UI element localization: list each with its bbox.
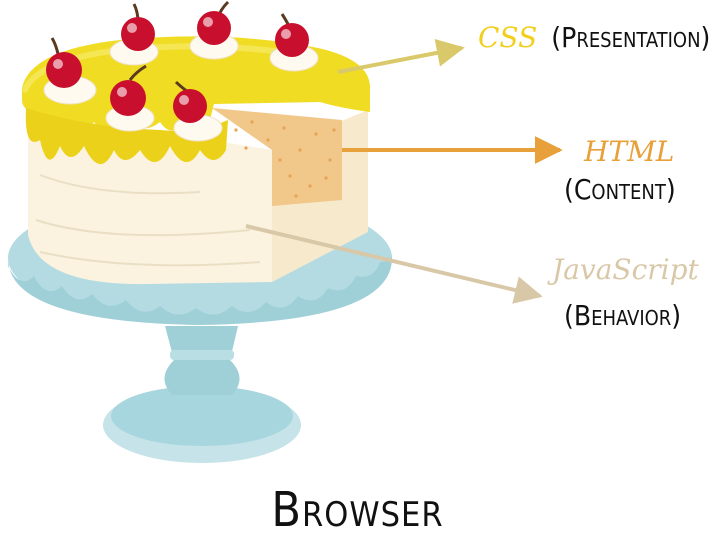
javascript-title: JavaScript bbox=[552, 253, 699, 286]
html-title: HTML bbox=[584, 135, 675, 168]
arrows bbox=[245, 39, 563, 304]
html-description: (Content) bbox=[564, 173, 676, 206]
css-description: (Presentation) bbox=[551, 21, 711, 54]
browser-label: Browser bbox=[271, 482, 444, 538]
css-title: CSS bbox=[478, 21, 538, 54]
javascript-arrow-icon bbox=[245, 224, 543, 304]
css-label: CSS (Presentation) bbox=[478, 24, 710, 52]
cherries bbox=[46, 0, 309, 123]
javascript-description: (Behavior) bbox=[564, 299, 682, 332]
css-arrow-icon bbox=[337, 39, 465, 74]
